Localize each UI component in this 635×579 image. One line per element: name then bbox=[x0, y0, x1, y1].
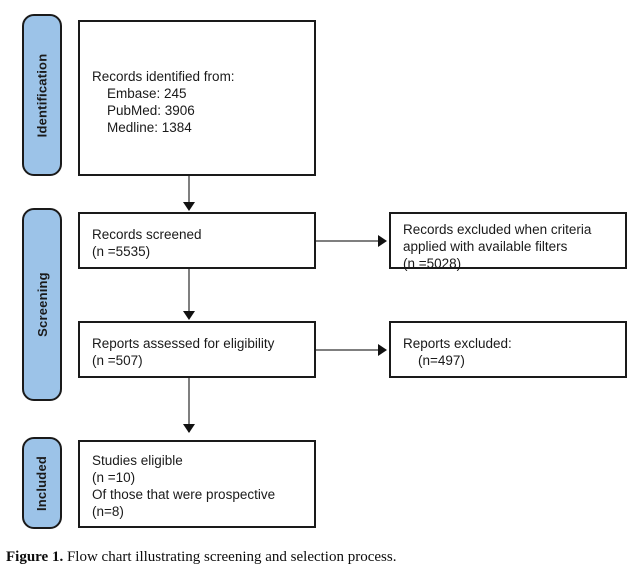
box-studies-eligible-text: Studies eligible (n =10) Of those that w… bbox=[92, 453, 276, 519]
box-records-screened: Records screened (n =5535) bbox=[78, 212, 316, 269]
phase-label-identification: Identification bbox=[22, 14, 62, 176]
box-reports-excluded: Reports excluded: (n=497) bbox=[389, 321, 627, 378]
phase-label-included-text: Included bbox=[34, 455, 50, 511]
connector-screened-to-excluded-filters bbox=[316, 240, 380, 242]
arrow-down-icon-identified-to-screened bbox=[183, 202, 195, 211]
figure-caption: Figure 1. Flow chart illustrating screen… bbox=[6, 548, 626, 567]
phase-label-identification-text: Identification bbox=[34, 53, 50, 137]
connector-identified-to-screened bbox=[188, 176, 190, 204]
box-records-screened-text: Records screened (n =5535) bbox=[92, 227, 202, 259]
box-records-identified-text: Records identified from: Embase: 245 Pub… bbox=[92, 69, 235, 135]
box-records-excluded-filters-text: Records excluded when criteria applied w… bbox=[403, 222, 592, 271]
figure-caption-text: Flow chart illustrating screening and se… bbox=[63, 549, 397, 565]
arrow-right-icon-screened-to-excluded-filters bbox=[378, 235, 387, 247]
box-reports-assessed-eligibility-text: Reports assessed for eligibility (n =507… bbox=[92, 336, 275, 368]
phase-label-included: Included bbox=[22, 437, 62, 529]
connector-eligibility-to-reports-excluded bbox=[316, 349, 380, 351]
box-studies-eligible: Studies eligible (n =10) Of those that w… bbox=[78, 440, 316, 528]
arrow-right-icon-eligibility-to-reports-excluded bbox=[378, 344, 387, 356]
box-records-identified: Records identified from: Embase: 245 Pub… bbox=[78, 20, 316, 176]
prisma-flow-chart: Identification Screening Included Record… bbox=[22, 14, 627, 529]
arrow-down-icon-eligibility-to-studies bbox=[183, 424, 195, 433]
connector-eligibility-to-studies bbox=[188, 378, 190, 432]
phase-label-screening-text: Screening bbox=[34, 272, 50, 337]
box-records-excluded-filters: Records excluded when criteria applied w… bbox=[389, 212, 627, 271]
phase-label-screening: Screening bbox=[22, 208, 62, 401]
box-reports-assessed-eligibility: Reports assessed for eligibility (n =507… bbox=[78, 321, 316, 378]
connector-screened-to-eligibility bbox=[188, 269, 190, 313]
box-reports-excluded-text: Reports excluded: (n=497) bbox=[403, 336, 512, 368]
figure-caption-label: Figure 1. bbox=[6, 549, 64, 565]
arrow-down-icon-screened-to-eligibility bbox=[183, 311, 195, 320]
